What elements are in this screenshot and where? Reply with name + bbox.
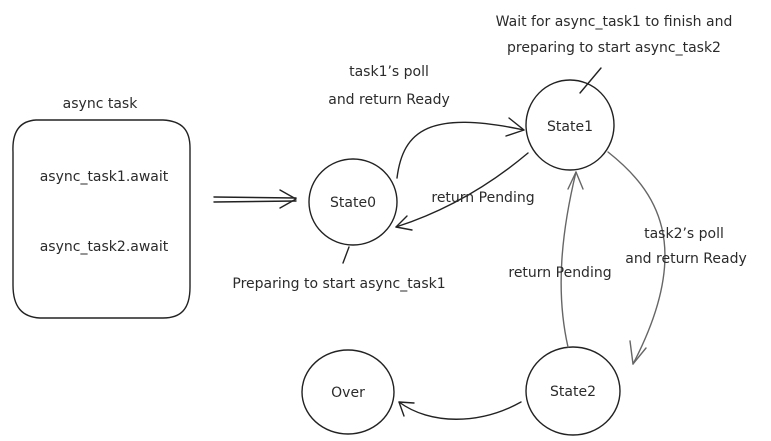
state1-node: State1 — [525, 79, 615, 171]
over-node: Over — [301, 349, 395, 435]
state1-to-state2-label-line2: and return Ready — [625, 251, 747, 267]
state1-to-state0-label: return Pending — [431, 190, 534, 206]
state1-note-leader — [579, 67, 602, 94]
state1-to-state0-arrow — [395, 152, 529, 231]
state0-node: State0 — [308, 158, 398, 246]
state0-label: State0 — [330, 195, 376, 211]
state1-to-state2-label-line1: task2’s poll — [644, 226, 724, 242]
state0-to-state1-label-line1: task1’s poll — [349, 64, 429, 80]
state0-note: Preparing to start async_task1 — [232, 276, 445, 292]
state2-to-over-arrow — [398, 401, 522, 420]
state1-note-line1: Wait for async_task1 to finish and — [496, 14, 733, 30]
state0-to-state1-label-line2: and return Ready — [328, 92, 450, 108]
state0-note-leader — [342, 246, 350, 264]
state1-to-state2-arrow — [607, 151, 666, 365]
over-label: Over — [331, 385, 365, 401]
state2-to-state1-label: return Pending — [508, 265, 611, 281]
async-task-container — [12, 119, 191, 319]
state2-node: State2 — [525, 346, 621, 436]
state2-to-state1-arrow — [560, 171, 584, 348]
async-task-title: async task — [63, 96, 139, 112]
state2-label: State2 — [550, 384, 596, 400]
state1-label: State1 — [547, 119, 593, 135]
async-task1-await-line: async_task1.await — [40, 169, 169, 185]
state1-note-line2: preparing to start async_task2 — [507, 40, 721, 56]
async-task2-await-line: async_task2.await — [40, 239, 169, 255]
state0-to-state1-arrow — [396, 117, 525, 179]
container-to-state0-arrow — [213, 189, 297, 209]
